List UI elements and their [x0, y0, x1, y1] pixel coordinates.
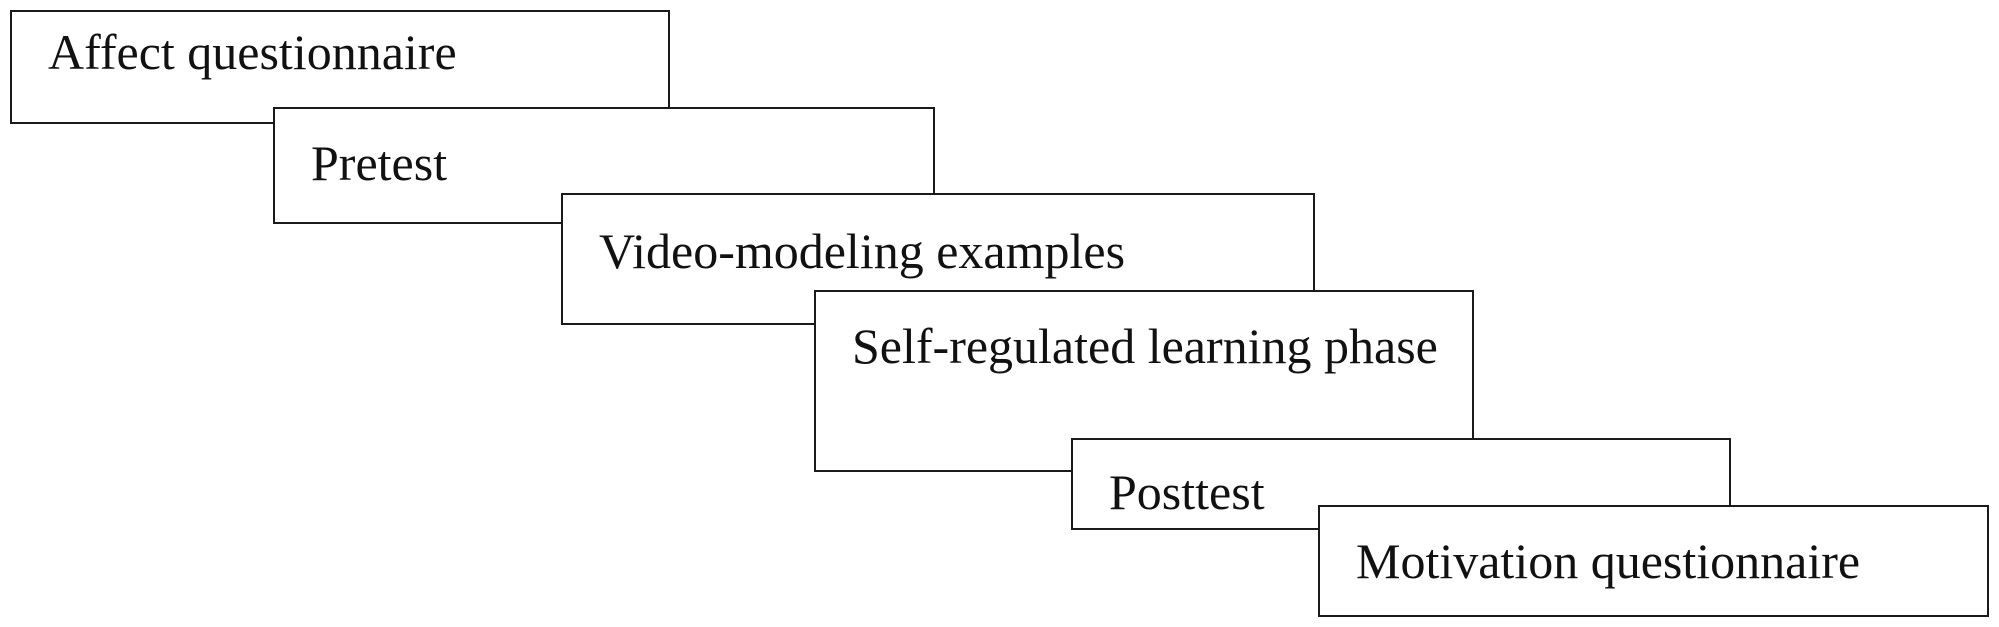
step-affect-questionnaire: Affect questionnaire: [10, 10, 670, 124]
step-label: Posttest: [1109, 464, 1265, 520]
step-motivation-questionnaire: Motivation questionnaire: [1318, 505, 1989, 617]
step-label: Motivation questionnaire: [1356, 533, 1861, 589]
step-label: Pretest: [311, 135, 448, 191]
step-label: Self-regulated learning phase: [852, 318, 1438, 374]
step-label: Affect questionnaire: [48, 24, 457, 80]
step-label: Video-modeling examples: [599, 223, 1126, 279]
